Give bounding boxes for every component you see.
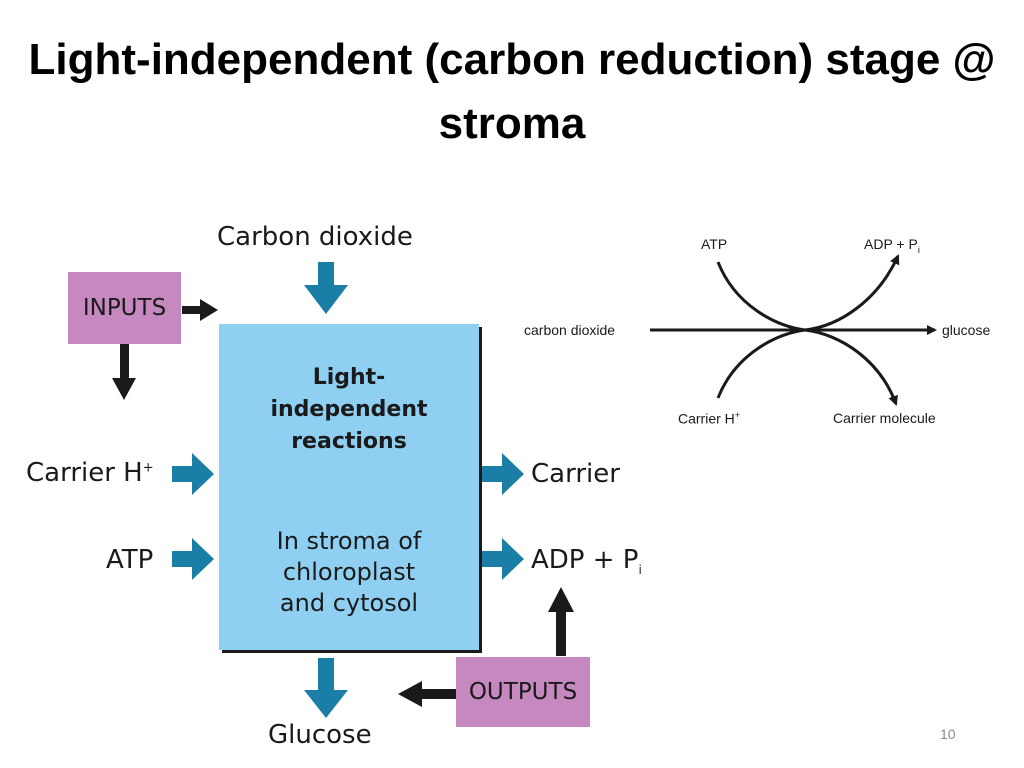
carrier-h-in-label: Carrier H+ [26,458,154,488]
rd-glucose-label: glucose [942,322,991,338]
rd-co2-label: carbon dioxide [524,322,616,338]
outputs-tag: OUTPUTS [456,657,590,727]
light-independent-box: Light- independent reactions In stroma o… [219,324,479,650]
co2-label: Carbon dioxide [217,222,413,252]
adp-curve [804,254,900,332]
carrier-out-label: Carrier [531,459,620,489]
carrier-molecule-curve [804,328,898,406]
inputs-tag: INPUTS [68,272,181,344]
carrier-out-arrow [482,453,524,495]
box-title: Light- independent reactions [270,365,428,454]
box-subtitle: In stroma of chloroplast and cytosol [276,527,422,617]
adp-out-arrow [482,538,524,580]
glucose-label: Glucose [268,720,372,750]
inputs-label: INPUTS [82,295,167,321]
outputs-label: OUTPUTS [468,679,578,705]
rd-atp-label: ATP [701,236,728,252]
carrier-h-curve [716,328,806,399]
rd-carrier-molecule-label: Carrier molecule [833,410,936,426]
glucose-down-arrow [304,658,348,718]
atp-curve [716,261,806,332]
page-number: 10 [940,726,956,742]
co2-down-arrow [304,262,348,314]
slide-title: Light-independent (carbon reduction) sta… [28,35,996,148]
rd-carrier-h-label: Carrier H+ [678,410,741,427]
inputs-down-arrow [112,344,136,400]
outputs-up-arrow [548,587,574,656]
adp-out-label: ADP + Pi [531,545,642,578]
atp-in-arrow [172,538,214,580]
inputs-right-arrow [182,299,218,321]
rd-adp-label: ADP + Pi [864,236,920,255]
atp-in-label: ATP [106,545,154,575]
carrier-h-in-arrow [172,453,214,495]
outputs-left-arrow [398,681,456,707]
